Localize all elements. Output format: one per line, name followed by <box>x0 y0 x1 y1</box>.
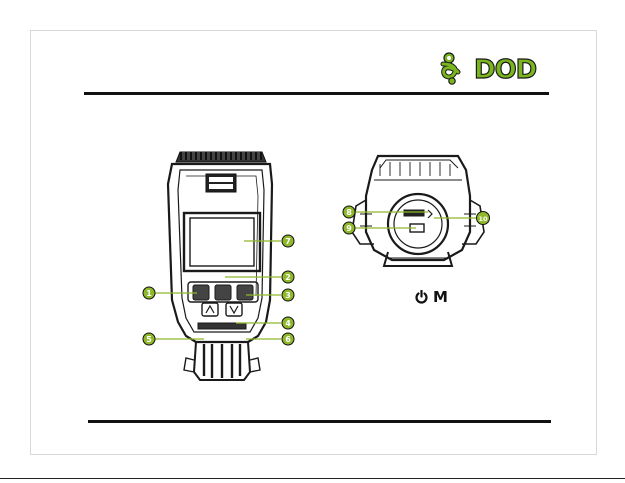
callout-4: 4 <box>282 317 294 329</box>
callout-badges: 1 2 3 4 5 6 7 <box>143 206 490 345</box>
front-button-right <box>237 285 253 300</box>
callout-5: 5 <box>143 333 155 345</box>
callout-3: 3 <box>282 289 294 301</box>
svg-text:4: 4 <box>285 319 291 328</box>
svg-text:5: 5 <box>146 335 152 344</box>
callout-9: 9 <box>343 222 355 234</box>
svg-text:9: 9 <box>346 224 352 233</box>
svg-text:1: 1 <box>146 289 152 298</box>
svg-text:7: 7 <box>285 237 291 246</box>
svg-text:6: 6 <box>285 335 291 344</box>
footer-rule <box>88 420 551 423</box>
callout-1: 1 <box>143 287 155 299</box>
front-screen <box>184 213 260 271</box>
callout-10: 10 <box>477 212 490 225</box>
mode-button-label: M <box>433 288 448 306</box>
svg-text:8: 8 <box>346 208 352 217</box>
front-view <box>168 152 272 380</box>
back-card-slot <box>404 210 424 216</box>
side-button-labels: M <box>415 288 448 306</box>
front-button-middle <box>215 285 231 300</box>
callout-7: 7 <box>282 235 294 247</box>
callout-6: 6 <box>282 333 294 345</box>
svg-text:3: 3 <box>285 291 291 300</box>
front-speaker-slot <box>198 323 246 329</box>
page-bottom-edge <box>0 478 625 479</box>
front-body-inner <box>178 170 264 332</box>
power-icon <box>415 290 428 304</box>
callout-2: 2 <box>282 271 294 283</box>
svg-text:10: 10 <box>478 215 488 223</box>
front-top-grip <box>180 152 262 160</box>
callout-8: 8 <box>343 206 355 218</box>
front-top-emblem <box>206 174 236 192</box>
callout-lines <box>155 212 477 339</box>
back-view <box>352 156 484 266</box>
back-top-shell <box>366 156 470 260</box>
svg-text:2: 2 <box>285 273 291 282</box>
